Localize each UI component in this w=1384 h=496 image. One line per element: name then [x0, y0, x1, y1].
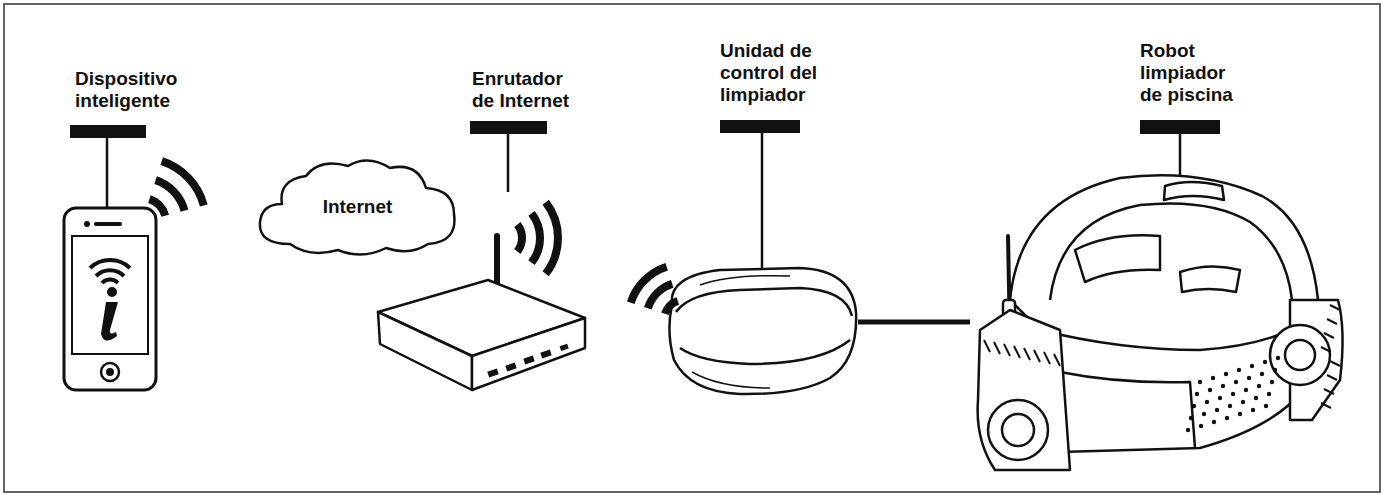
wifi-waves: [149, 161, 203, 216]
device-label-text: Enrutador de Internet: [472, 68, 587, 112]
device-label-text: Robot limpiador de piscina: [1140, 40, 1248, 106]
device-label: Enrutador de Internet: [375, 60, 590, 395]
cloud-node: Internet: [250, 152, 465, 262]
control-unit: [669, 268, 856, 394]
cloud-label: Internet: [323, 196, 393, 218]
device-label: Dispositivo inteligente: [60, 60, 220, 395]
device-label: Robot limpiador de piscina: [970, 32, 1345, 480]
device-label-text: Dispositivo inteligente: [75, 68, 205, 112]
pool-robot: [978, 175, 1343, 470]
wifi-waves: [631, 267, 678, 314]
frame: [4, 4, 1380, 492]
wifi-waves: [517, 202, 558, 273]
cable: [858, 320, 970, 325]
device-label: Unidad de control del limpiador: [662, 32, 858, 400]
device-label-text: Unidad de control del limpiador: [720, 40, 838, 106]
smartphone: [64, 208, 156, 390]
